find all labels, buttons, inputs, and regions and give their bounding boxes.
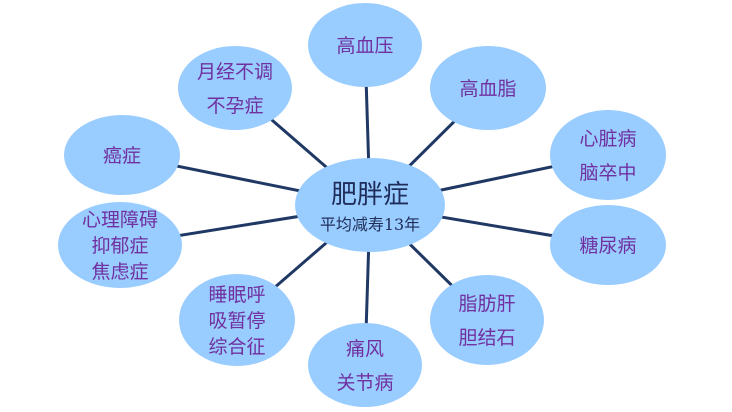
node-ellipse bbox=[550, 205, 666, 285]
node-label-line: 痛风 bbox=[346, 338, 384, 360]
node-ellipse bbox=[430, 46, 546, 130]
hub-node: 肥胖症 平均减寿13年 bbox=[295, 158, 445, 252]
node-label-line: 心理障碍 bbox=[82, 209, 158, 231]
node-hyperlipidemia: 高血脂 bbox=[430, 46, 546, 130]
node-label-line: 脂肪肝 bbox=[458, 293, 515, 315]
hub-title: 肥胖症 bbox=[331, 180, 409, 210]
node-label-line: 抑郁症 bbox=[91, 235, 148, 257]
node-ellipse bbox=[64, 115, 180, 195]
node-label-line: 脑卒中 bbox=[579, 162, 636, 184]
node-ellipse bbox=[179, 274, 295, 366]
node-ellipse bbox=[430, 275, 544, 365]
node-label-line: 高血脂 bbox=[459, 78, 516, 100]
node-ellipse bbox=[178, 46, 292, 130]
node-ellipse bbox=[58, 202, 182, 288]
node-hypertension: 高血压 bbox=[308, 3, 422, 87]
node-label-line: 高血压 bbox=[336, 35, 393, 57]
node-ellipse bbox=[308, 323, 422, 407]
node-cancer: 癌症 bbox=[64, 115, 180, 195]
hub-ellipse bbox=[295, 158, 445, 252]
node-label-line: 胆结石 bbox=[458, 327, 515, 349]
node-label-line: 不孕症 bbox=[206, 95, 263, 117]
node-label-line: 睡眠呼 bbox=[208, 284, 265, 306]
node-label-line: 癌症 bbox=[103, 145, 141, 167]
node-label-line: 综合征 bbox=[208, 336, 265, 358]
node-label-line: 焦虑症 bbox=[91, 261, 148, 283]
node-label-line: 关节病 bbox=[336, 372, 393, 394]
node-diabetes: 糖尿病 bbox=[550, 205, 666, 285]
node-label-line: 糖尿病 bbox=[579, 235, 636, 257]
node-ellipse bbox=[308, 3, 422, 87]
node-label-line: 月经不调 bbox=[197, 61, 273, 83]
node-ellipse bbox=[550, 110, 666, 200]
hub-subtitle: 平均减寿13年 bbox=[320, 215, 420, 234]
node-label-line: 吸暂停 bbox=[208, 310, 265, 332]
node-label-line: 心脏病 bbox=[579, 128, 636, 150]
